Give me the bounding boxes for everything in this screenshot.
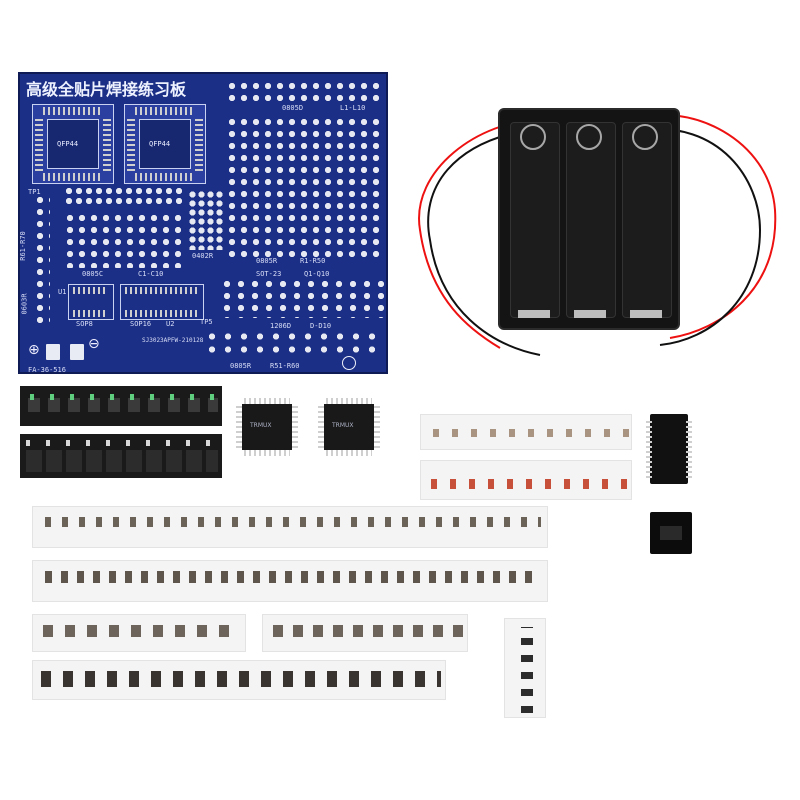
label-q1-q10: Q1-Q10: [304, 270, 330, 278]
capacitor-tape-small: [420, 414, 632, 450]
label-0402r: 0402R: [192, 252, 214, 260]
label-0805r-bot: 0805R: [230, 362, 252, 370]
sop16-footprint: [120, 284, 204, 320]
qfp44-footprint-right: QFP44: [124, 104, 206, 184]
pad-grid-caps: [64, 212, 182, 268]
label-tp1: TP1: [28, 188, 41, 196]
plate-contact: [574, 310, 606, 318]
label-u2: U2: [166, 320, 175, 328]
practice-pcb-board: 高级全贴片焊接练习板 0805D L1-L10 QFP44 QFP44 0805…: [18, 72, 388, 374]
label-0805r-mid: 0805R: [256, 257, 278, 265]
resistor-tape-3a: [32, 614, 246, 652]
label-sop16: SOP16: [130, 320, 152, 328]
label-u1: U1: [58, 288, 67, 296]
label-sop8: SOP8: [76, 320, 93, 328]
plus-symbol-icon: ⊕: [28, 342, 40, 358]
resistor-pad-grid: [226, 116, 384, 258]
plate-contact: [630, 310, 662, 318]
pad-row-top: [226, 80, 384, 106]
resistor-tape-2: [32, 560, 548, 602]
label-tp5: TP5: [200, 318, 213, 326]
resistor-tape-vertical: [504, 618, 546, 718]
sop16-ic: [646, 414, 692, 484]
pad-rows-sot23: [220, 278, 384, 318]
serial-number: SJ3023APFW-210128: [142, 337, 204, 344]
sot23-tape-bottom: [20, 434, 222, 478]
qfp-chip-2: TRMUX: [318, 398, 380, 456]
power-pad-minus: [70, 344, 84, 360]
sop8-ic: [650, 512, 692, 554]
pad-rows-bottom: [204, 330, 384, 356]
label-l1-l10: L1-L10: [340, 104, 366, 112]
label-bottom-left: FA-36-516: [28, 366, 66, 374]
qfp-chip-2-marking: TRMUX: [332, 422, 354, 429]
label-sot23: SOT-23: [256, 270, 282, 278]
label-0603r: 0603R: [20, 293, 29, 315]
diode-tape: [420, 460, 632, 500]
qfp-chip-1-marking: TRMUX: [250, 422, 272, 429]
resistor-tape-4: [32, 660, 446, 700]
spring-contact-icon: [576, 124, 602, 150]
pcb-title: 高级全贴片焊接练习板: [26, 80, 187, 99]
pcb-hole-bottom-right: [342, 356, 356, 370]
plate-contact: [518, 310, 550, 318]
pad-row-caps-top: [64, 186, 182, 206]
label-d1-d10: D-D10: [310, 322, 332, 330]
label-r1-r50: R1-R50: [300, 257, 326, 265]
spring-contact-icon: [520, 124, 546, 150]
battery-slot-1: [510, 122, 560, 318]
spring-contact-icon: [632, 124, 658, 150]
pad-grid-0402: [188, 190, 224, 250]
qfp44-footprint-left: QFP44: [32, 104, 114, 184]
label-1206d: 1206D: [270, 322, 292, 330]
battery-slot-2: [566, 122, 616, 318]
resistor-tape-3b: [262, 614, 468, 652]
battery-wires: [418, 113, 777, 356]
qfp-chip-1: TRMUX: [236, 398, 298, 456]
label-qfp44-right: QFP44: [149, 140, 171, 148]
sop8-footprint: [68, 284, 114, 320]
left-pad-column: [34, 194, 50, 324]
minus-symbol-icon: ⊖: [88, 336, 100, 352]
battery-holder-3xAA: [498, 108, 680, 330]
label-0805c: 0805C: [82, 270, 104, 278]
label-c1-c10: C1-C10: [138, 270, 164, 278]
battery-slot-3: [622, 122, 672, 318]
label-r61-r70: R61-R70: [18, 231, 27, 261]
power-pad-plus: [46, 344, 60, 360]
label-r51-r60: R51-R60: [270, 362, 300, 370]
sot23-tape-top: [20, 386, 222, 426]
resistor-tape-1: [32, 506, 548, 548]
label-qfp44-left: QFP44: [57, 140, 79, 148]
label-0805d: 0805D: [282, 104, 304, 112]
